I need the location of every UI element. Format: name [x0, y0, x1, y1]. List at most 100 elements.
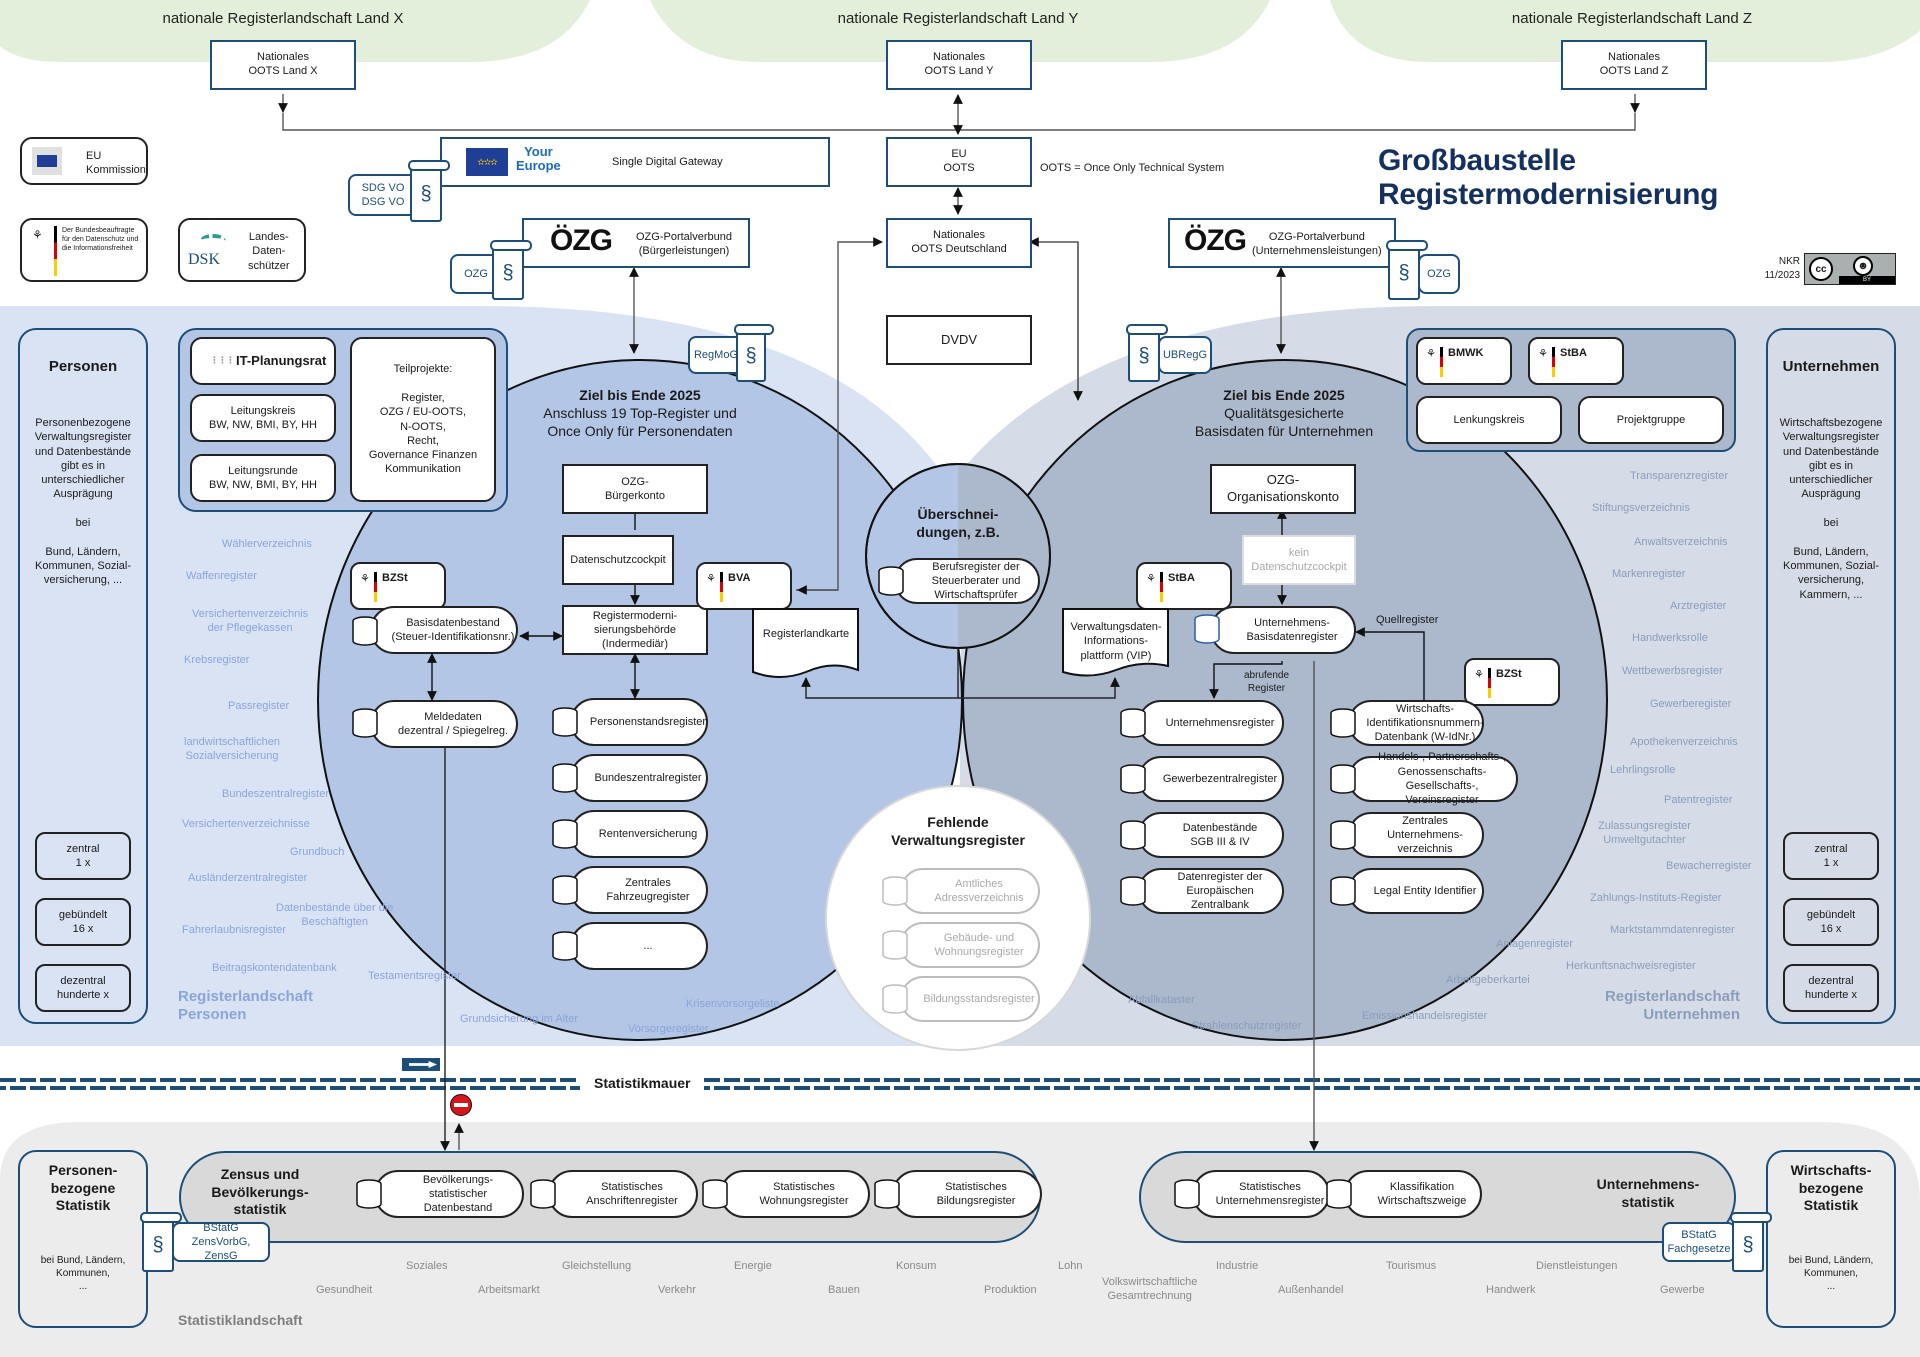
business-register-item[interactable]: Gewerbezentralregister [1138, 756, 1284, 802]
other-person-register: Krisenvorsorgeliste [686, 998, 780, 1010]
other-person-register: Wählerverzeichnis [222, 538, 312, 550]
business-register-item[interactable]: Unternehmensregister [1138, 700, 1284, 746]
other-person-register: Grundsicherung im Alter [460, 1013, 578, 1025]
statistics-topic: Lohn [1058, 1260, 1083, 1272]
one-way-street-sign-icon [402, 1058, 440, 1071]
projektgruppe[interactable]: Projektgruppe [1578, 396, 1724, 444]
missing-register-item[interactable]: Bildungsstandsregister [900, 976, 1040, 1022]
business-landscape-label: Registerlandschaft Unternehmen [1604, 988, 1740, 1023]
agency-stba[interactable]: ⚘ StBA [1136, 562, 1232, 610]
statistics-topic: Volkswirtschaftliche Gesamtrechnung [1102, 1276, 1198, 1302]
other-business-register: Zulassungsregister Umweltgutachter [1598, 820, 1691, 846]
statistics-topic: Arbeitsmarkt [478, 1284, 540, 1296]
dvdv-box[interactable]: DVDV [886, 315, 1032, 365]
basisdatenbestand[interactable]: Basisdatenbestand (Steuer-Identifikation… [370, 606, 518, 654]
statistics-topic: Produktion [984, 1284, 1037, 1296]
datenschutzcockpit[interactable]: Datenschutzcockpit [562, 535, 674, 585]
german-flag-bar [1488, 668, 1491, 698]
business-register-item[interactable]: Handels-, Partnerschafts-, Genossenschaf… [1348, 751, 1518, 806]
federal-eagle-icon: ⚘ [1474, 669, 1484, 681]
census-register-item[interactable]: Bevölkerungs- statistischer Datenbestand [374, 1170, 524, 1218]
dsk[interactable]: DSK Landes- Daten- schützer [178, 218, 306, 282]
meldedaten[interactable]: Meldedaten dezentral / Spiegelreg. [370, 700, 518, 748]
eu-oots[interactable]: EU OOTS [886, 137, 1032, 187]
census-register-item[interactable]: Statistisches Wohnungsregister [720, 1170, 870, 1218]
business-register-item[interactable]: Datenregister der Europäischen Zentralba… [1138, 868, 1284, 914]
database-icon [356, 1179, 382, 1209]
your-europe-logo: Your Europe [516, 144, 561, 173]
berufsregister[interactable]: Berufsregister der Steuerberater und Wir… [894, 558, 1040, 604]
person-register-item[interactable]: Bundeszentralregister [570, 754, 708, 802]
count-decentral: dezentral hunderte x [35, 964, 131, 1012]
other-business-register: Zahlungs-Instituts-Register [1590, 892, 1722, 904]
other-business-register: Gewerberegister [1650, 698, 1732, 710]
person-register-item[interactable]: Rentenversicherung [570, 810, 708, 858]
eu-commission[interactable]: EU Kommission [20, 137, 148, 185]
oots-land-x[interactable]: Nationales OOTS Land X [210, 40, 356, 90]
census-register-item[interactable]: Statistisches Bildungsregister [892, 1170, 1042, 1218]
business-stats-title: Unternehmens- statistik [1596, 1176, 1700, 1210]
agency-bva[interactable]: ⚘ BVA [696, 562, 792, 610]
persons-statistics-title: Personen- bezogene Statistik [48, 1162, 118, 1213]
leitungsrunde[interactable]: Leitungsrunde BW, NW, BMI, BY, HH [190, 454, 336, 502]
missing-register-item[interactable]: Gebäude- und Wohnungsregister [900, 922, 1040, 968]
vip-document-icon [1062, 608, 1169, 677]
business-stats-register-item[interactable]: Klassifikation Wirtschaftszweige [1344, 1170, 1482, 1218]
it-planungsrat[interactable]: ⋮⋮⋮ IT-Planungsrat [190, 337, 336, 385]
german-flag-bar [1160, 572, 1163, 602]
registerlandkarte[interactable]: Registerlandkarte [762, 628, 850, 640]
missing-register-item[interactable]: Amtliches Adressverzeichnis [900, 868, 1040, 914]
agency-stba-governance[interactable]: ⚘ StBA [1528, 337, 1624, 385]
business-register-item[interactable]: Legal Entity Identifier [1348, 868, 1484, 914]
unternehmens-basisdatenregister[interactable]: Unternehmens- Basisdatenregister [1210, 606, 1356, 654]
persons-panel-title: Personen [48, 358, 118, 375]
lenkungskreis[interactable]: Lenkungskreis [1416, 396, 1562, 444]
person-register-item[interactable]: Zentrales Fahrzeugregister [570, 866, 708, 914]
other-person-register: Ausländerzentralregister [188, 872, 308, 884]
leitungskreis[interactable]: Leitungskreis BW, NW, BMI, BY, HH [190, 394, 336, 442]
business-register-item[interactable]: Datenbestände SGB III & IV [1138, 812, 1284, 858]
law-regmog-label: RegMoG [688, 336, 744, 374]
single-digital-gateway[interactable]: ✫✫✫ Your Europe Single Digital Gateway [440, 137, 830, 187]
land-z-title: nationale Registerlandschaft Land Z [1511, 10, 1753, 27]
oots-land-y[interactable]: Nationales OOTS Land Y [886, 40, 1032, 90]
ozg-portal-citizens[interactable]: ÖZG OZG-Portalverbund (Bürgerleistungen) [522, 218, 750, 268]
census-register-item[interactable]: Statistisches Anschriftenregister [548, 1170, 698, 1218]
person-register-item[interactable]: Personenstandsregister [570, 698, 708, 746]
business-register-item[interactable]: Wirtschafts- Identifikationsnummern- Dat… [1348, 700, 1484, 746]
database-icon [352, 616, 378, 646]
bfdi[interactable]: ⚘ Der Bundesbeauftragte für den Datensch… [20, 218, 148, 282]
database-icon [1120, 708, 1146, 738]
statistics-topic: Industrie [1216, 1260, 1259, 1272]
statistics-topic: Außenhandel [1278, 1284, 1344, 1296]
business-stats-register-item[interactable]: Statistisches Unternehmensregister [1192, 1170, 1330, 1218]
business-register-item[interactable]: Zentrales Unternehmens- verzeichnis [1348, 812, 1484, 858]
ozg-portal-business[interactable]: ÖZG OZG-Portalverbund (Unternehmensleist… [1168, 218, 1396, 268]
statistics-topic: Dienstleistungen [1536, 1260, 1618, 1272]
german-flag-bar [374, 572, 377, 602]
agency-bzst[interactable]: ⚘ BZSt [350, 562, 446, 610]
database-icon [1120, 764, 1146, 794]
vip-platform[interactable]: Verwaltungsdaten- Informations- plattfor… [1070, 621, 1162, 662]
other-business-register: Abfallkataster [1128, 994, 1195, 1006]
ozg-buergerkonto[interactable]: OZG- Bürgerkonto [562, 464, 708, 514]
ozg-organisationskonto[interactable]: OZG- Organisationskonto [1210, 464, 1356, 514]
statistics-topic: Energie [734, 1260, 772, 1272]
registermodernisierungsbehoerde[interactable]: Registermoderni- sierungsbehörde (Inderm… [562, 605, 708, 655]
dsk-arc-icon [200, 234, 226, 248]
database-icon [552, 875, 578, 905]
count-bundled: gebündelt 16 x [35, 898, 131, 946]
agency-bzst-business[interactable]: ⚘ BZSt [1464, 658, 1560, 706]
oots-land-z[interactable]: Nationales OOTS Land Z [1561, 40, 1707, 90]
land-x-title: nationale Registerlandschaft Land X [162, 10, 404, 27]
other-person-register: Grundbuch [290, 846, 345, 858]
agency-bmwk[interactable]: ⚘ BMWK [1416, 337, 1512, 385]
national-oots-germany[interactable]: Nationales OOTS Deutschland [886, 218, 1032, 268]
agency-bzst-label: BZSt [382, 572, 408, 584]
persons-statistics-panel: Personen- bezogene Statistik bei Bund, L… [18, 1150, 148, 1328]
teilprojekte[interactable]: Teilprojekte: Register, OZG / EU-OOTS, N… [350, 337, 496, 502]
count-decentral: dezentral hunderte x [1783, 964, 1879, 1012]
person-register-item[interactable]: ... [570, 922, 708, 970]
business-panel: Unternehmen Wirtschaftsbezogene Verwaltu… [1766, 328, 1896, 1024]
statistics-topic: Konsum [896, 1260, 937, 1272]
